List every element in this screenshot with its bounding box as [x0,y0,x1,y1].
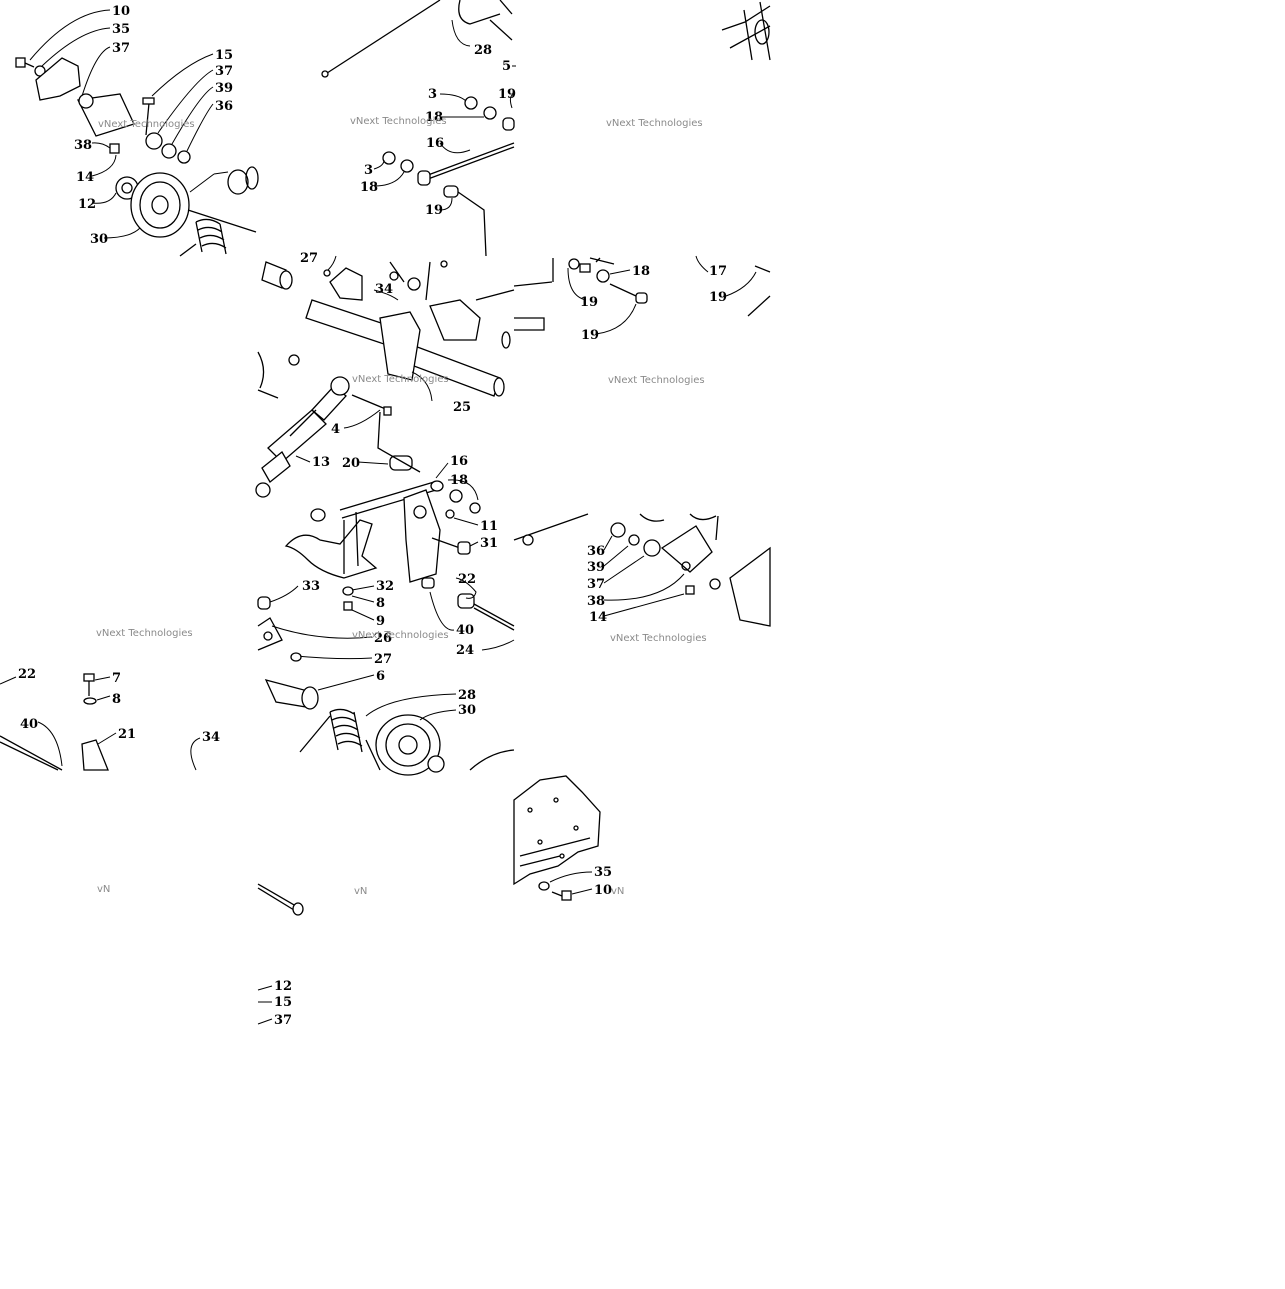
tile-upper-center: 28 5 3 19 18 16 3 18 19 vNext Technologi… [321,0,516,257]
part-callout-number: 10 [594,883,612,898]
part-callout-number: 39 [587,560,605,575]
part-callout-number: 15 [215,48,233,63]
watermark-text: vNext Technologies [606,118,703,129]
part-callout-number: 9 [376,614,385,629]
shock-absorber-part [255,376,350,498]
bolt-part [15,57,46,77]
part-callout-number: 40 [20,717,38,732]
part-callout-number: 3 [364,163,373,178]
slide-rail-part [513,775,601,886]
idler-wheel-part [130,172,190,238]
torsion-spring-part [299,708,381,771]
part-callout-number: 31 [480,536,498,551]
part-callout-number: 27 [374,652,392,667]
part-callout-number: 15 [274,995,292,1010]
part-callout-number: 19 [425,203,443,218]
part-callout-number: 8 [376,596,385,611]
part-callout-number: 37 [112,41,130,56]
tile-center-right: 19 18 19 17 19 vNext Technologies [513,255,771,386]
part-callout-number: 5 [502,59,511,74]
part-callout-number: 40 [456,623,474,638]
watermark-text: vNext Technologies [352,374,449,385]
tile-center: 27 34 4 13 25 20 16 18 11 31 33 32 8 9 2… [255,251,515,667]
part-callout-number: 30 [458,703,476,718]
part-callout-number: 33 [302,579,320,594]
watermark-text: vN [354,886,367,897]
part-callout-number: 4 [331,422,340,437]
watermark-text: vNext Technologies [610,633,707,644]
part-callout-number: 39 [215,81,233,96]
part-callout-number: 26 [374,631,392,646]
part-callout-number: 18 [360,180,378,195]
part-callout-number: 34 [375,282,393,297]
watermark-text: vNext Technologies [608,375,705,386]
part-callout-number: 11 [480,519,498,534]
part-callout-number: 19 [581,328,599,343]
part-callout-number: 36 [587,544,605,559]
part-callout-number: 25 [453,400,471,415]
part-callout-number: 6 [376,669,385,684]
part-callout-number: 38 [587,594,605,609]
part-callout-number: 14 [76,170,94,185]
watermark-text: vNext Technologies [96,628,193,639]
part-callout-number: 12 [78,197,96,212]
torsion-spring-part [179,218,227,257]
part-callout-number: 28 [458,688,476,703]
part-callout-number: 17 [709,264,727,279]
part-callout-number: 37 [587,577,605,592]
part-callout-number: 16 [426,136,444,151]
tile-lower-right: 36 39 37 38 14 vNext Technologies [513,513,771,644]
part-callout-number: 7 [112,671,121,686]
part-callout-number: 37 [215,64,233,79]
tile-upper-right: vNext Technologies [606,1,771,129]
part-callout-number: 34 [202,730,220,745]
part-callout-number: 19 [580,295,598,310]
part-callout-number: 32 [376,579,394,594]
tile-lower-center: 6 28 30 [257,617,515,776]
part-callout-number: 13 [312,455,330,470]
part-callout-number: 28 [474,43,492,58]
part-callout-number: 30 [90,232,108,247]
side-plate-part [35,57,81,101]
tile-bottom: 35 10 vN vN vN [97,775,624,916]
idler-wheel-part [375,714,441,776]
tile-legend-stub: 12 15 37 [257,979,292,1028]
part-callout-number: 35 [112,22,130,37]
part-callout-number: 8 [112,692,121,707]
part-callout-number: 35 [594,865,612,880]
watermark-text: vNext Technologies [352,630,449,641]
part-callout-number: 14 [589,610,607,625]
part-callout-number: 24 [456,643,474,658]
part-callout-number: 21 [118,727,136,742]
tile-center-left: vNext Technologies [96,628,193,639]
tile-upper-left: 10 35 37 15 37 39 36 38 14 12 30 vNext T… [15,4,259,257]
part-callout-number: 22 [18,667,36,682]
part-callout-number: 18 [425,110,443,125]
part-callout-number: 10 [112,4,130,19]
part-callout-number: 20 [342,456,360,471]
part-callout-number: 12 [274,979,292,994]
part-callout-number: 36 [215,99,233,114]
watermark-text: vN [611,886,624,897]
part-callout-number: 18 [450,473,468,488]
lower-bracket-part [284,489,441,583]
watermark-text: vN [97,884,110,895]
part-callout-number: 18 [632,264,650,279]
part-callout-number: 19 [709,290,727,305]
part-callout-number: 19 [498,87,516,102]
watermark-text: vNext Technologies [350,116,447,127]
tile-lower-left: 22 7 8 40 21 34 [0,667,220,771]
part-callout-number: 37 [274,1013,292,1028]
watermark-text: vNext Technologies [98,119,195,130]
part-callout-number: 16 [450,454,468,469]
part-callout-number: 38 [74,138,92,153]
part-callout-number: 3 [428,87,437,102]
part-callout-number: 22 [458,572,476,587]
part-callout-number: 27 [300,251,318,266]
